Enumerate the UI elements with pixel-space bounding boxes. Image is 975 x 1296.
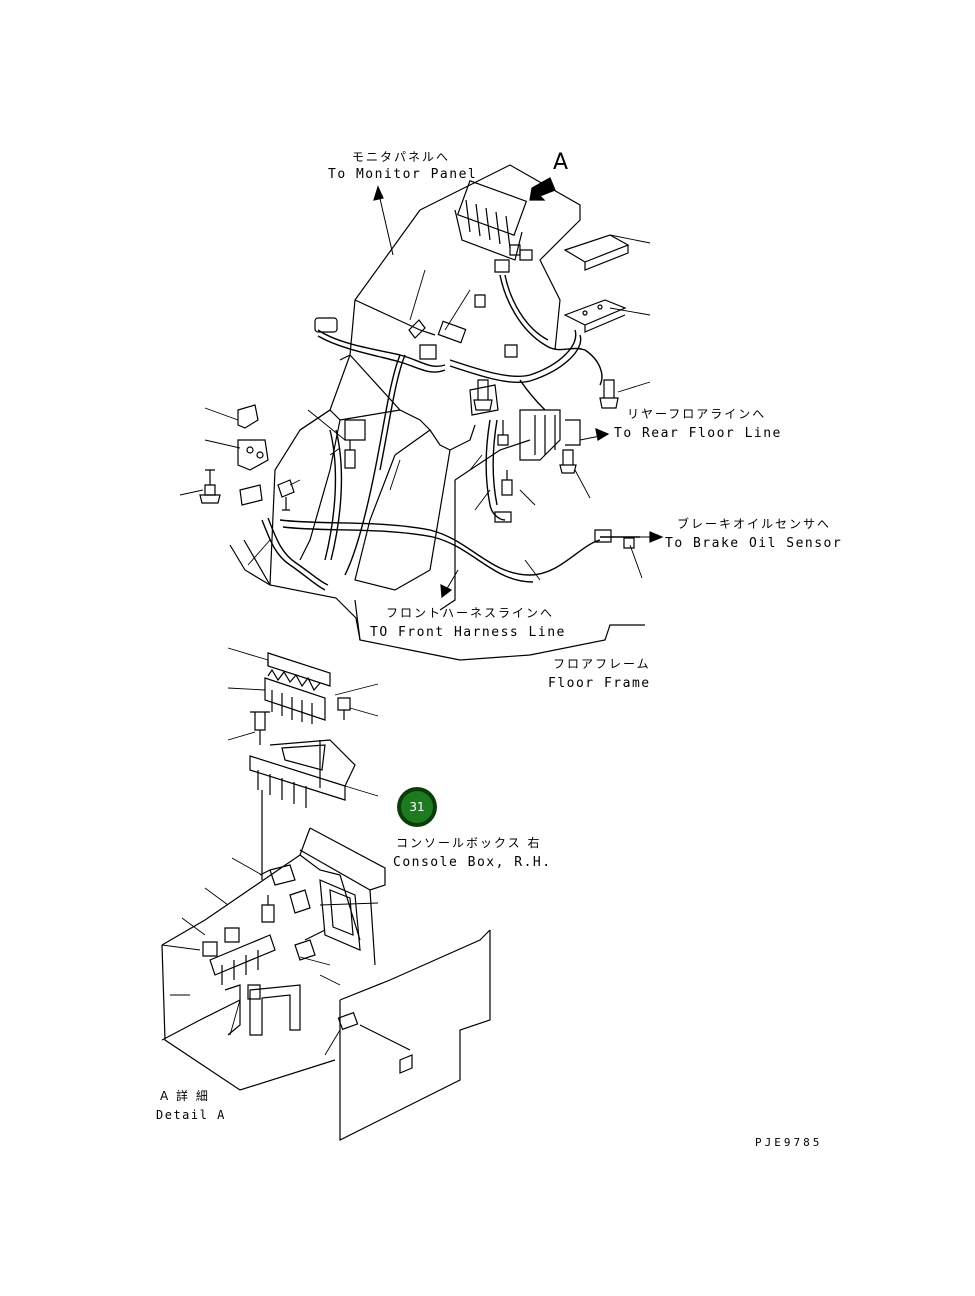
monitor-panel-label-jp: モニタパネルへ bbox=[352, 150, 451, 164]
rear-floor-label-jp: リヤーフロアラインへ bbox=[627, 407, 767, 421]
brake-sensor-label-jp: ブレーキオイルセンサへ bbox=[677, 517, 832, 531]
direction-arrows-upper bbox=[374, 178, 662, 597]
drawing-code: PJE9785 bbox=[755, 1136, 823, 1149]
badge-number: 31 bbox=[401, 791, 433, 823]
harness-wires bbox=[262, 275, 640, 590]
bolts-upper bbox=[200, 320, 618, 510]
console-box-label: Console Box, R.H. bbox=[393, 855, 552, 870]
detail-a-label-jp: A 詳 細 bbox=[160, 1089, 210, 1103]
view-marker-a: A bbox=[553, 150, 570, 175]
floor-frame-outline bbox=[230, 410, 645, 660]
detail-a-label: Detail A bbox=[156, 1108, 226, 1122]
rear-floor-label: To Rear Floor Line bbox=[614, 426, 782, 441]
brake-sensor-label: To Brake Oil Sensor bbox=[665, 536, 843, 551]
floor-frame-label: Floor Frame bbox=[548, 676, 651, 691]
monitor-panel-label: To Monitor Panel bbox=[328, 167, 478, 182]
front-harness-label-jp: フロントハーネスラインへ bbox=[386, 606, 555, 620]
detail-a-side-panel bbox=[338, 930, 490, 1140]
console-box-label-jp: コンソールボックス 右 bbox=[396, 836, 542, 850]
leader-lines-upper bbox=[180, 235, 650, 580]
clamps-and-brackets bbox=[238, 235, 634, 548]
detail-a-console-box bbox=[162, 698, 385, 1090]
front-harness-label: TO Front Harness Line bbox=[370, 625, 566, 640]
monitor-connector-block bbox=[455, 181, 532, 272]
part-number-badge[interactable]: 31 bbox=[397, 787, 437, 827]
detail-a-connector-stack bbox=[250, 653, 355, 880]
leader-lines-lower bbox=[162, 648, 378, 1055]
floor-frame-label-jp: フロアフレーム bbox=[553, 657, 651, 671]
